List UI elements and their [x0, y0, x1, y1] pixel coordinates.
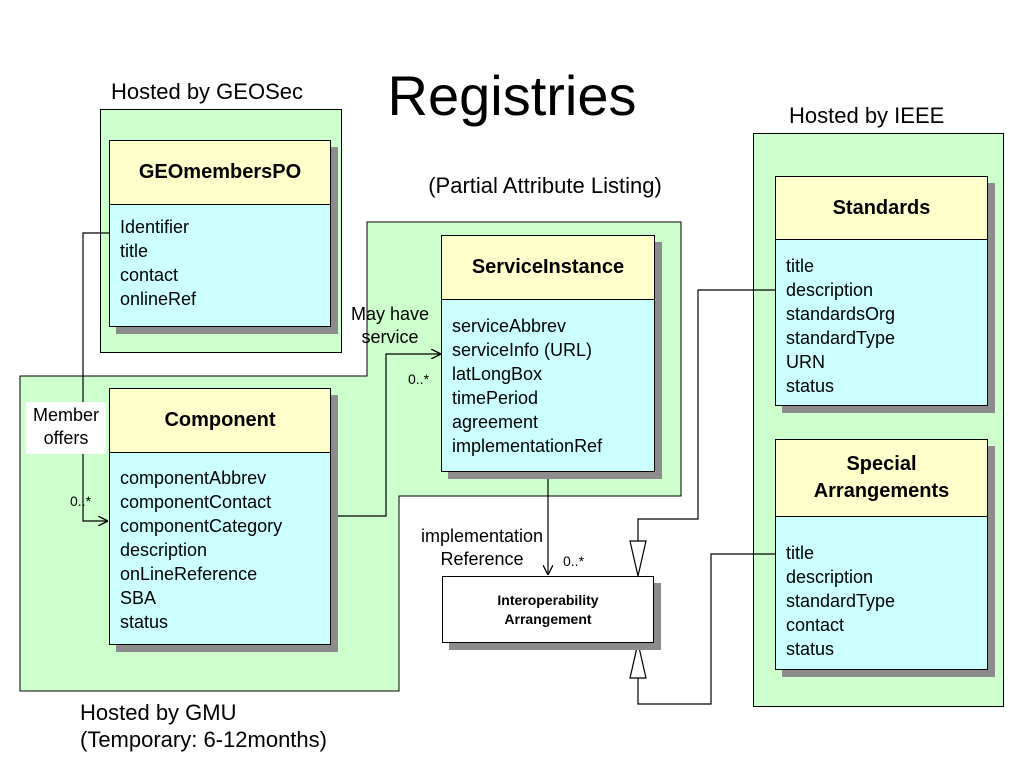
- serviceinstance-class: ServiceInstance serviceAbbrev serviceInf…: [441, 235, 655, 472]
- class-name-line: Special: [846, 453, 917, 475]
- attribute: status: [120, 612, 169, 632]
- gmu-host-label: Hosted by GMU (Temporary: 6-12months): [80, 699, 327, 753]
- attribute: componentContact: [120, 492, 272, 512]
- label-line: service: [361, 327, 419, 347]
- special-arrangements-class-name: Special Arrangements: [776, 440, 987, 517]
- serviceinstance-class-name: ServiceInstance: [442, 236, 654, 300]
- attribute: URN: [786, 352, 825, 372]
- attribute: status: [786, 376, 835, 396]
- diagram-subtitle: (Partial Attribute Listing): [428, 173, 662, 198]
- attribute: standardType: [786, 591, 896, 611]
- component-class-name: Component: [110, 389, 330, 453]
- member-offers-label: Member offers: [26, 402, 106, 454]
- special-arrangements-attribute-list: title description standardType contact s…: [776, 517, 987, 661]
- service-multiplicity-label: 0..*: [408, 371, 430, 387]
- attribute: description: [120, 540, 208, 560]
- label-line: Member: [32, 405, 99, 425]
- standards-class-name: Standards: [776, 177, 987, 240]
- attribute: Identifier: [120, 217, 190, 237]
- class-name-line: Arrangement: [504, 610, 592, 627]
- special-generalization-arrowhead: [629, 642, 647, 679]
- gmu-host-label-line1: Hosted by GMU: [80, 700, 237, 725]
- standards-attribute-list: title description standardsOrg standardT…: [776, 240, 987, 398]
- attribute: SBA: [120, 588, 157, 608]
- attribute: componentCategory: [120, 516, 283, 536]
- label-line: implementation: [420, 526, 544, 546]
- class-name-line: Interoperability: [497, 591, 599, 608]
- geomemberspo-attribute-list: Identifier title contact onlineRef: [110, 205, 330, 311]
- geosec-host-label: Hosted by GEOSec: [111, 79, 303, 104]
- attribute: onLineReference: [120, 564, 258, 584]
- attribute: onlineRef: [120, 289, 197, 309]
- geomemberspo-class-name: GEOmembersPO: [110, 141, 330, 205]
- label-line: May have: [350, 304, 430, 324]
- component-attribute-list: componentAbbrev componentContact compone…: [110, 453, 330, 634]
- attribute: contact: [120, 265, 179, 285]
- attribute: description: [786, 567, 874, 587]
- attribute: contact: [786, 615, 845, 635]
- attribute: title: [120, 241, 149, 261]
- attribute: serviceAbbrev: [452, 316, 567, 336]
- attribute: status: [786, 639, 835, 659]
- attribute: latLongBox: [452, 364, 543, 384]
- attribute: standardsOrg: [786, 304, 896, 324]
- attribute: title: [786, 543, 815, 563]
- attribute: agreement: [452, 412, 539, 432]
- member-multiplicity-label: 0..*: [70, 493, 92, 509]
- label-line: Reference: [440, 549, 524, 569]
- gmu-host-label-line2: (Temporary: 6-12months): [80, 727, 327, 752]
- special-arrangements-class: Special Arrangements title description s…: [775, 439, 988, 670]
- geomemberspo-class: GEOmembersPO Identifier title contact on…: [109, 140, 331, 327]
- class-name-line: Arrangements: [813, 480, 950, 502]
- label-line: offers: [43, 428, 89, 448]
- attribute: timePeriod: [452, 388, 539, 408]
- component-class: Component componentAbbrev componentConta…: [109, 388, 331, 645]
- interoperability-arrangement-class: Interoperability Arrangement: [442, 576, 654, 643]
- page-title: Registries: [387, 64, 637, 127]
- standards-class: Standards title description standardsOrg…: [775, 176, 988, 406]
- implementation-multiplicity-label: 0..*: [563, 553, 585, 569]
- may-have-service-label: May have service: [340, 303, 440, 349]
- attribute: componentAbbrev: [120, 468, 267, 488]
- ieee-host-label: Hosted by IEEE: [789, 103, 945, 128]
- attribute: title: [786, 256, 815, 276]
- attribute: serviceInfo (URL): [452, 340, 593, 360]
- attribute: description: [786, 280, 874, 300]
- serviceinstance-attribute-list: serviceAbbrev serviceInfo (URL) latLongB…: [442, 300, 654, 458]
- attribute: standardType: [786, 328, 896, 348]
- attribute: implementationRef: [452, 436, 603, 456]
- implementation-reference-label: implementation Reference: [412, 525, 552, 571]
- standards-generalization-arrowhead: [629, 540, 647, 577]
